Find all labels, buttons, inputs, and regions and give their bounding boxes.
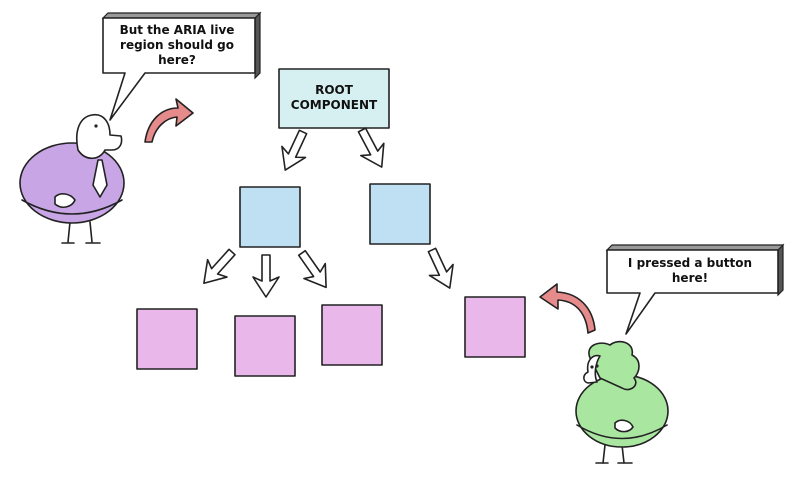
person-left-icon <box>19 113 125 244</box>
leaf-component-2 <box>234 315 296 377</box>
person-right-icon <box>575 340 669 464</box>
pointer-arrow-left <box>144 98 194 143</box>
tree-arrow-root-to-child-right <box>357 127 385 168</box>
leaf-component-4 <box>464 296 526 358</box>
child-component-left <box>239 186 301 248</box>
leaf-component-3 <box>321 304 383 366</box>
speech-bubble-right: I pressed a button here! <box>605 243 785 335</box>
child-component-right <box>369 183 431 245</box>
tree-arrow-child-to-leaf-1 <box>203 248 236 285</box>
root-label-line-2: COMPONENT <box>291 98 378 112</box>
speech-bubble-left: But the ARIA live region should go here? <box>101 11 262 121</box>
tree-arrow-child-to-leaf-3 <box>297 249 327 289</box>
bubble-left-line-3: here? <box>158 53 196 67</box>
tree-arrow-child-to-leaf-4 <box>427 247 454 289</box>
leaf-component-1 <box>136 308 198 370</box>
bubble-right-line-2: here! <box>672 271 708 285</box>
tree-arrow-root-to-child-left <box>281 129 308 171</box>
pointer-arrow-right <box>539 283 596 334</box>
root-label-line-1: ROOT <box>315 83 354 97</box>
root-component-node: ROOT COMPONENT <box>278 68 390 129</box>
tree-arrow-child-to-leaf-2 <box>252 254 280 298</box>
bubble-right-line-1: I pressed a button <box>628 256 752 270</box>
bubble-left-line-2: region should go <box>120 38 234 52</box>
bubble-left-line-1: But the ARIA live <box>120 23 235 37</box>
